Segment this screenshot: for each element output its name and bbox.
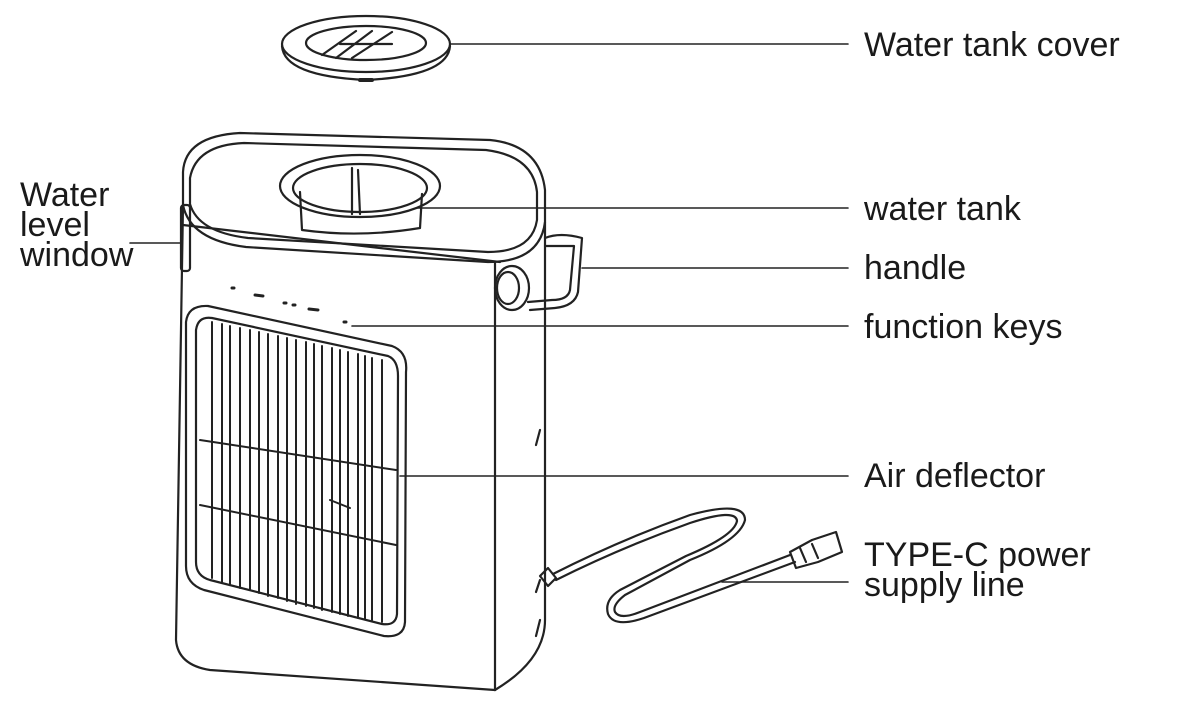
handle-drawing <box>493 233 584 312</box>
water-tank-cover-drawing <box>280 14 452 82</box>
label-power-line-line1: TYPE-C power <box>864 536 1091 574</box>
label-water-tank-cover: Water tank cover <box>864 26 1120 64</box>
cooler-body-drawing <box>174 131 547 692</box>
label-air-deflector: Air deflector <box>864 457 1046 495</box>
label-water-level-window-line2: level <box>20 206 90 244</box>
leader-lines <box>129 43 849 583</box>
label-type-c-power-supply-line: TYPE-C power supply line <box>864 536 1091 604</box>
label-water-level-window-line1: Water <box>20 176 110 214</box>
type-c-cable-drawing <box>538 507 844 624</box>
label-power-line-line2: supply line <box>864 566 1025 604</box>
label-function-keys: function keys <box>864 308 1063 346</box>
label-water-level-window-line3: window <box>20 236 134 274</box>
label-water-tank: water tank <box>864 190 1021 228</box>
label-water-level-window: Water level window <box>20 176 134 274</box>
label-handle: handle <box>864 249 967 287</box>
